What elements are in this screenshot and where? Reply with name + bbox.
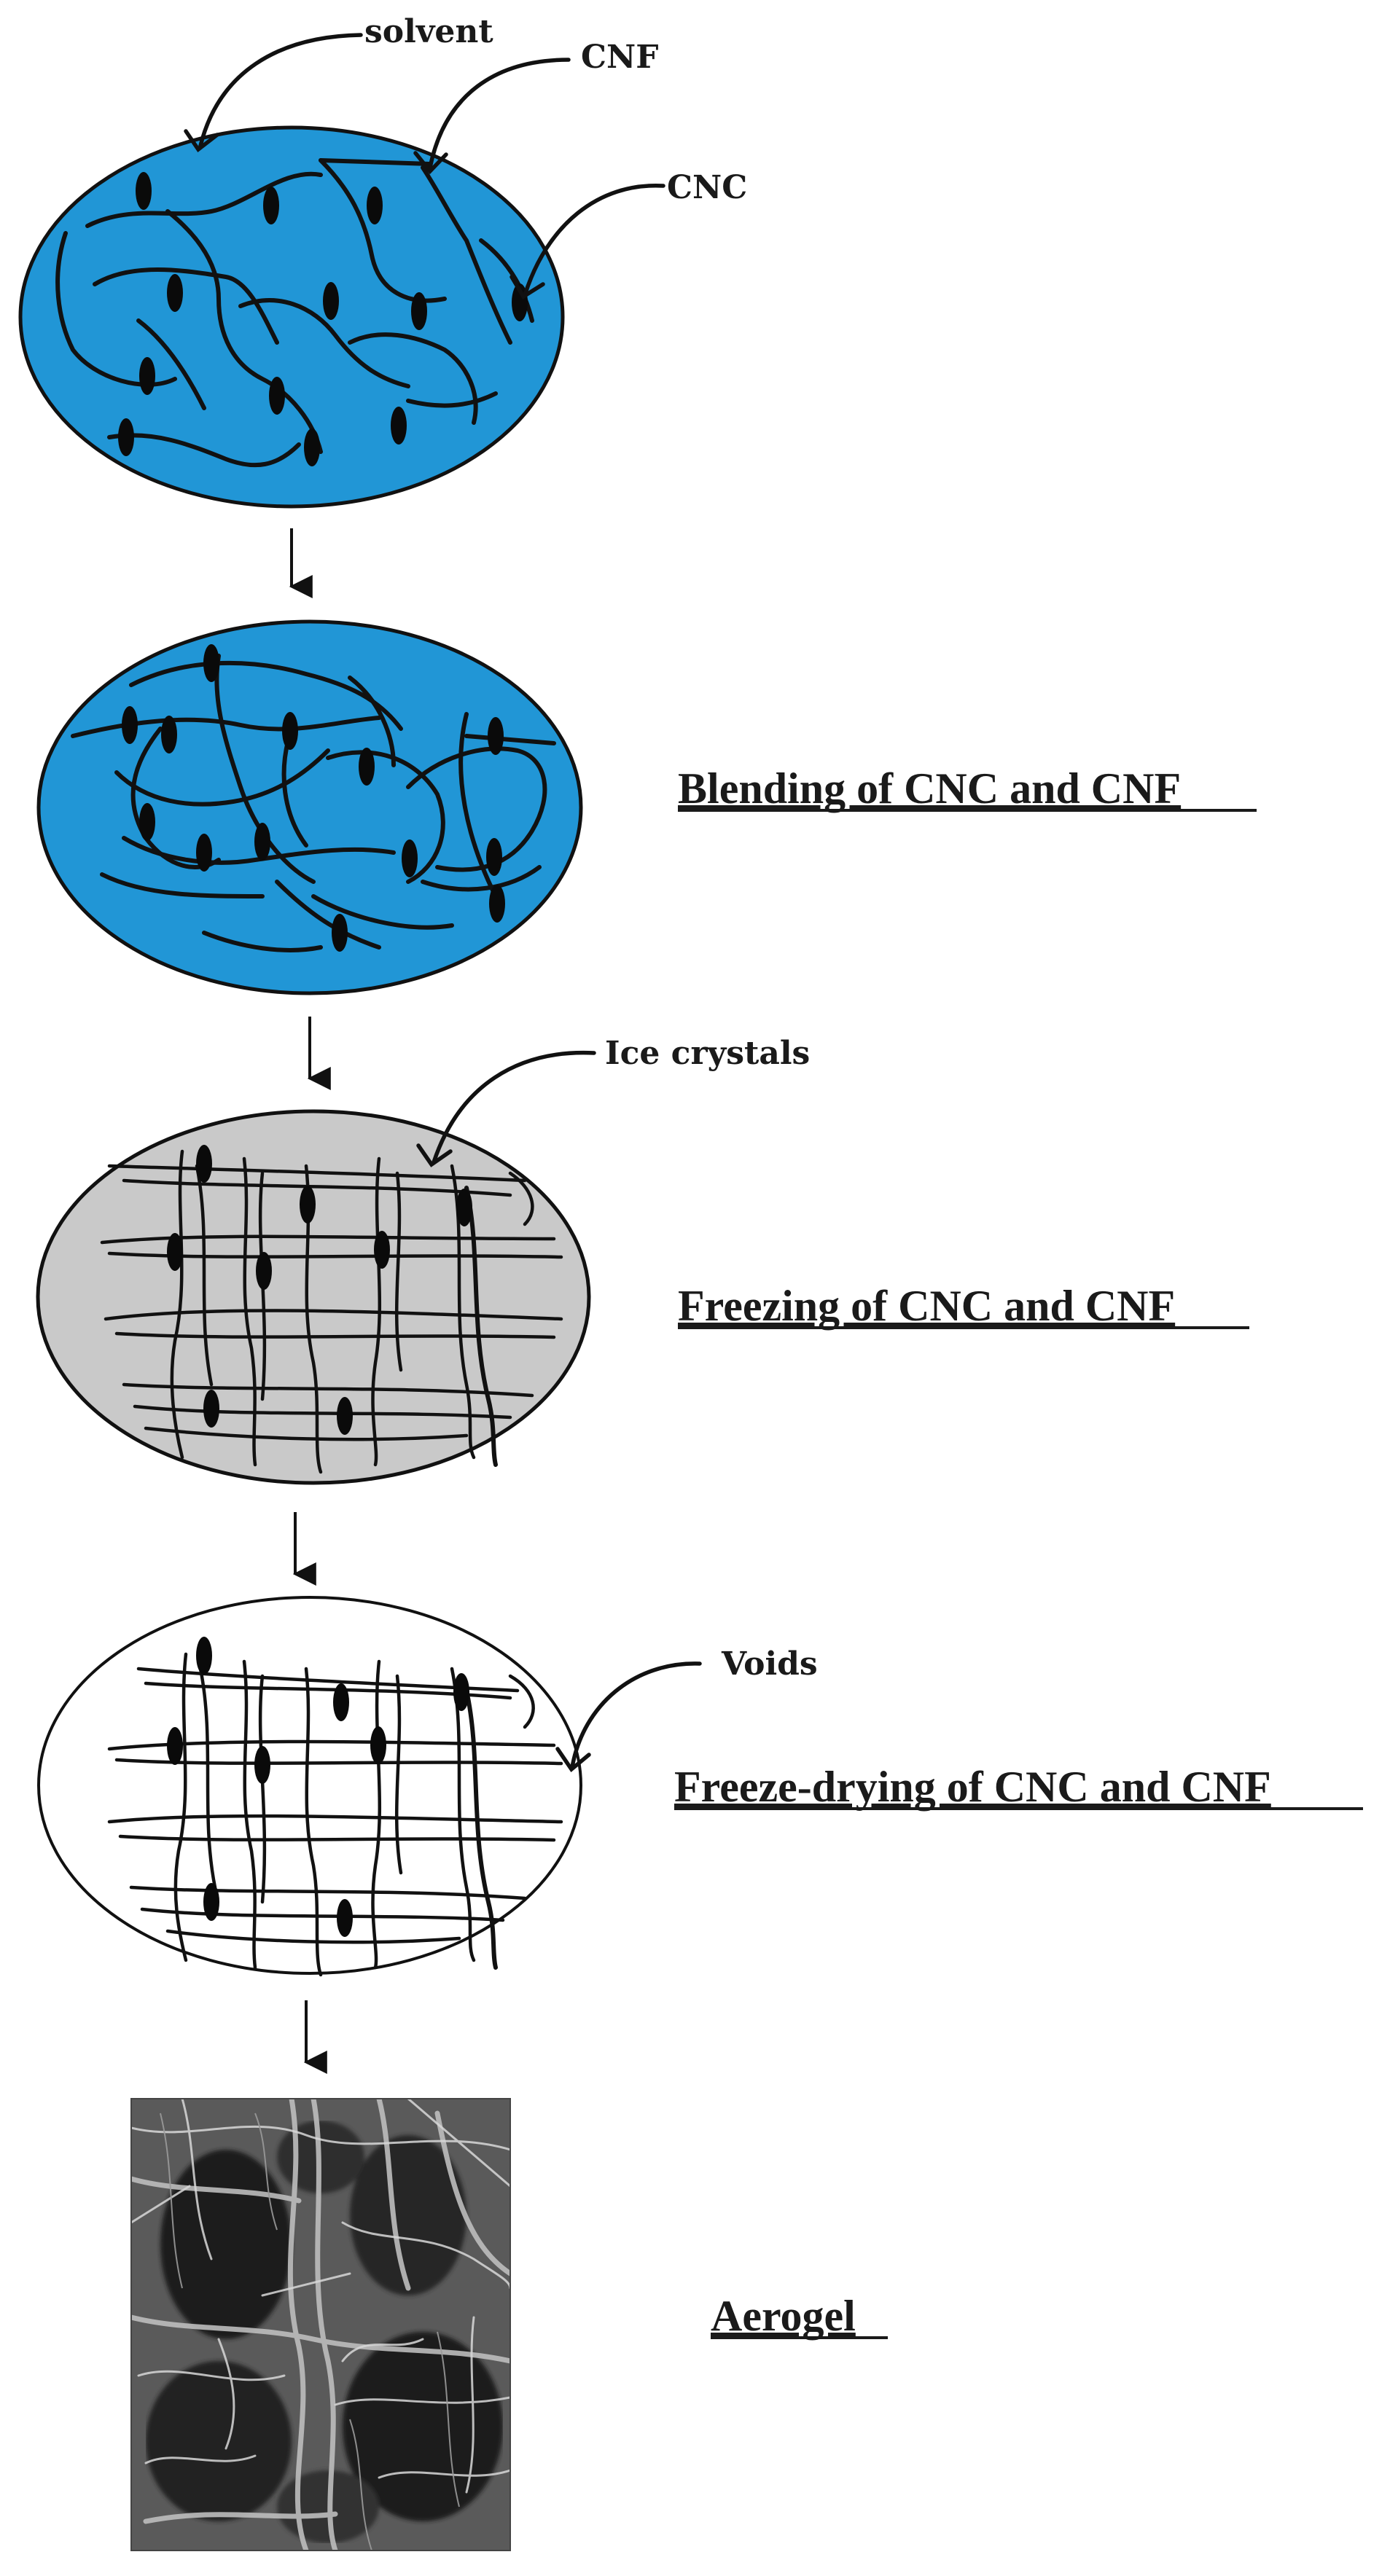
freezing-label: Freezing of CNC and CNF [678, 1282, 1175, 1330]
cnf-pointer [428, 58, 571, 170]
voids-pointer [570, 1661, 702, 1769]
blending-label: Blending of CNC and CNF [678, 764, 1181, 813]
freeze-drying-label: Freeze-drying of CNC and CNF [674, 1763, 1271, 1811]
freeze-drying-stage: Voids Freeze-drying of CNC and CNF [37, 1596, 1363, 1977]
aerogel-sem-image [131, 2099, 510, 2550]
blending-stage: Blending of CNC and CNF [36, 619, 1257, 995]
solvent-label: solvent [364, 13, 493, 50]
cnc-particles [118, 172, 528, 466]
solvent-dispersion: solvent CNF CNC [18, 13, 747, 509]
ice-crystals-label: Ice crystals [605, 1035, 810, 1072]
cnc-pointer [523, 184, 665, 297]
cnf-label: CNF [581, 39, 658, 76]
dried-network [107, 1652, 563, 1977]
frozen-cnc-particles [167, 1145, 472, 1435]
ice-crystals-pointer [432, 1050, 596, 1164]
cnf-fibers [55, 158, 534, 468]
voids-label: Voids [721, 1645, 818, 1683]
aerogel-label: Aerogel [711, 2292, 856, 2340]
blend-ellipse [36, 619, 583, 995]
dried-cnc-particles [167, 1637, 469, 1937]
freezing-stage: Ice crystals Freezing of CNC and CNF [36, 1035, 1249, 1485]
solvent-ellipse [18, 125, 565, 509]
cnc-label: CNC [667, 169, 747, 206]
solvent-pointer [198, 33, 363, 148]
blend-cnc-particles [122, 644, 505, 952]
